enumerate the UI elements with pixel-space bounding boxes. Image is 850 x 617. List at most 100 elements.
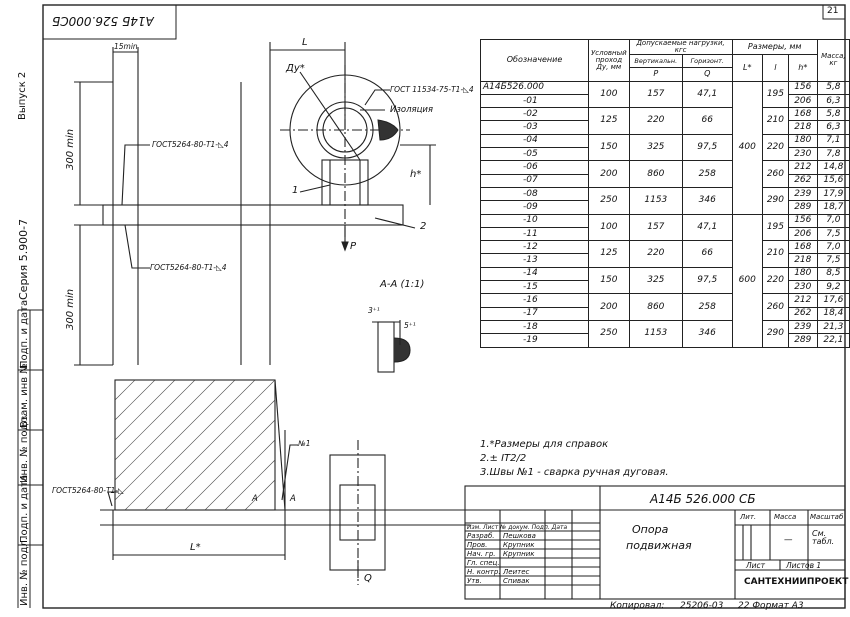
- mass-value: —: [784, 535, 793, 545]
- header-lstar: L*: [731, 54, 763, 82]
- mass-cell: 17,6: [816, 293, 850, 308]
- h-cell: 206: [787, 226, 818, 242]
- l-cell: 195: [761, 213, 789, 242]
- designation-cell: -03: [479, 120, 590, 135]
- series-label: Серия 5.900-7: [17, 218, 30, 300]
- format-label: 22 Формат А3: [738, 601, 804, 611]
- section-a-right: А: [290, 494, 296, 504]
- mass-cell: 7,0: [816, 213, 850, 228]
- mass-cell: 15,6: [816, 173, 850, 188]
- h-cell: 239: [787, 186, 818, 202]
- mass-cell: 18,7: [816, 200, 850, 215]
- q-cell: 66: [681, 240, 733, 268]
- h-cell: 212: [787, 293, 818, 308]
- l-cell: 220: [761, 133, 789, 162]
- header-nominal: Условный проход Ду, мм: [588, 39, 630, 82]
- mass-cell: 9,2: [816, 280, 850, 295]
- p-cell: 220: [628, 107, 683, 135]
- header-vertical: Вертикальн.: [628, 53, 683, 69]
- designation-cell: -14: [479, 266, 590, 282]
- copy-number: 25206-03: [680, 601, 724, 611]
- p-cell: 1153: [628, 186, 683, 215]
- l-cell: 290: [761, 319, 789, 348]
- mass-cell: 6,3: [816, 93, 850, 109]
- header-hstar: h*: [787, 54, 818, 82]
- gost-top-right: ГОСТ 11534-75-Т1-◺4: [390, 85, 474, 94]
- lstar-cell: 400: [731, 80, 763, 215]
- h-cell: 218: [787, 120, 818, 135]
- role-name: Леитес: [503, 568, 530, 576]
- q-cell: 97,5: [681, 266, 733, 295]
- upper-view: [74, 42, 436, 366]
- h-cell: 262: [787, 173, 818, 188]
- issue-label: Выпуск 2: [17, 71, 28, 120]
- scale-label: Масштаб: [810, 513, 844, 521]
- header-mass: Масса, кг: [816, 39, 850, 82]
- q-cell: 346: [681, 186, 733, 215]
- dy-cell: 250: [588, 186, 630, 215]
- lstar-cell: 600: [731, 213, 763, 348]
- h-cell: 168: [787, 240, 818, 255]
- mass-cell: 17,9: [816, 186, 850, 202]
- stamp-label: Подп. и дата: [19, 474, 30, 543]
- h-cell: 168: [787, 107, 818, 122]
- role-label: Разраб.: [467, 532, 495, 540]
- page-number: 21: [827, 6, 839, 16]
- l-cell: 195: [761, 80, 789, 109]
- role-label: Нач. гр.: [467, 550, 496, 558]
- l-cell: 220: [761, 266, 789, 295]
- sheet-label: Лист: [746, 561, 766, 570]
- h-cell: 262: [787, 306, 818, 321]
- role-label: Пров.: [467, 541, 488, 549]
- p-cell: 860: [628, 160, 683, 188]
- h-cell: 218: [787, 253, 818, 268]
- mass-cell: 5,8: [816, 80, 850, 95]
- header-p: P: [628, 67, 683, 82]
- lower-view: [100, 379, 470, 585]
- l-cell: 260: [761, 160, 789, 188]
- p-cell: 220: [628, 240, 683, 268]
- h-cell: 206: [787, 93, 818, 109]
- h-cell: 239: [787, 319, 818, 335]
- designation-cell: -02: [479, 107, 590, 122]
- mass-cell: 21,3: [816, 319, 850, 335]
- gost-mid-left: ГОСТ5264-80-Т1-◺4: [152, 140, 229, 149]
- dim-300min-bottom: 300 min: [65, 288, 76, 330]
- p-cell: 1153: [628, 319, 683, 348]
- gost-lower-left: ГОСТ5264-80-Т1-◺4: [150, 263, 227, 272]
- mass-cell: 7,0: [816, 240, 850, 255]
- title-code: А14Б 526.000 СБ: [650, 492, 756, 506]
- mass-cell: 6,3: [816, 120, 850, 135]
- designation-cell: -15: [479, 280, 590, 295]
- dim-300min-top: 300 min: [65, 128, 76, 170]
- role-label: Н. контр.: [467, 568, 501, 576]
- dy-cell: 150: [588, 133, 630, 162]
- load-p-label: P: [350, 241, 357, 252]
- stamp-label: Подп. и дата: [19, 299, 30, 368]
- p-cell: 157: [628, 213, 683, 242]
- p-cell: 157: [628, 80, 683, 109]
- position-2: 2: [420, 221, 427, 232]
- h-cell: 289: [787, 200, 818, 215]
- lower-block-hatch: [114, 379, 276, 511]
- dim-l-top: L: [302, 37, 308, 48]
- scale-value: См. табл.: [812, 529, 835, 546]
- designation-cell: А14Б526.000: [479, 80, 590, 95]
- role-name: Пешкова: [503, 532, 536, 540]
- h-cell: 230: [787, 147, 818, 162]
- sheets-label: Листов 1: [786, 561, 822, 570]
- dim-l-bottom: L*: [190, 542, 201, 553]
- designation-cell: -04: [479, 133, 590, 149]
- h-cell: 156: [787, 213, 818, 228]
- page-number-box: [822, 4, 846, 20]
